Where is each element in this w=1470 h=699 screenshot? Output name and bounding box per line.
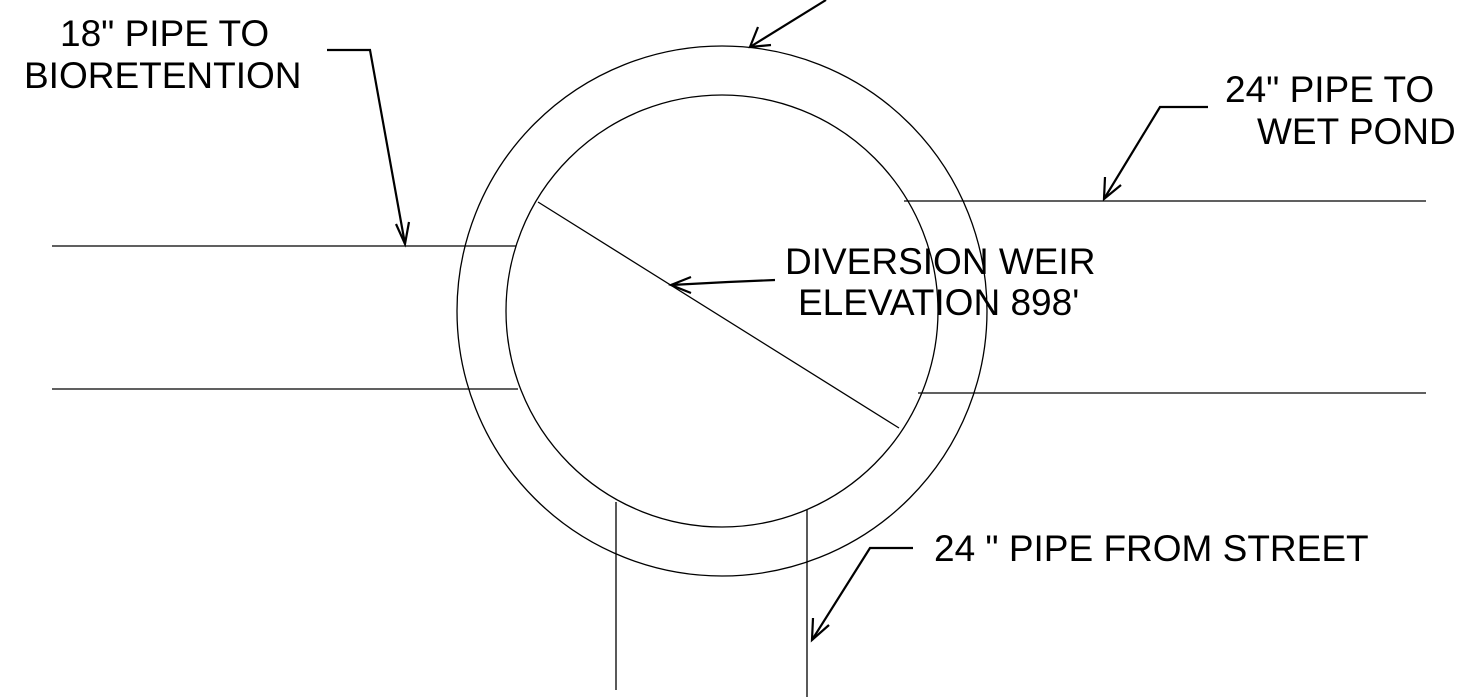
bioretention-label-line-2: BIORETENTION — [24, 55, 302, 96]
bioretention-leader-arrowhead — [394, 221, 411, 248]
weir-label-line-1: DIVERSION WEIR — [785, 241, 1095, 282]
wet-pond-label-line-1: 24" PIPE TO — [1225, 69, 1434, 110]
manhole-inner-wall — [505, 94, 939, 528]
street-leader-line — [811, 546, 913, 641]
weir-label-line-2: ELEVATION 898' — [798, 282, 1079, 323]
street-leader-arrowhead — [810, 617, 830, 643]
top-leader-line — [749, 0, 827, 48]
top-leader-arrowhead — [748, 26, 772, 49]
weir-leader-line — [670, 278, 776, 287]
diversion-weir — [537, 201, 900, 429]
wet-pond-leader-arrowhead — [1102, 176, 1122, 202]
bioretention-leader-line — [327, 48, 407, 245]
manhole-outer-wall — [456, 45, 988, 577]
wet-pond-leader-line — [1103, 105, 1208, 200]
bioretention-label-line-1: 18" PIPE TO — [60, 13, 269, 54]
wet-pond-label-line-2: WET POND — [1257, 111, 1456, 152]
weir-leader-arrowhead — [668, 275, 692, 295]
street-pipe-label: 24 " PIPE FROM STREET — [934, 528, 1369, 569]
